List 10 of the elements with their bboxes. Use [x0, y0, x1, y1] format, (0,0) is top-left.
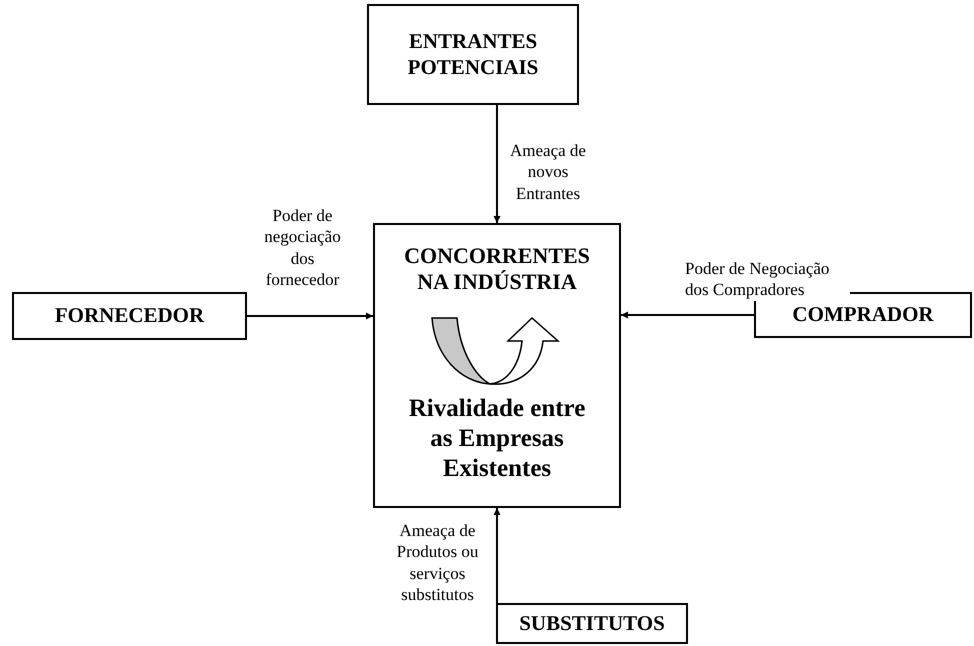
industry-box	[373, 223, 621, 508]
box-body: Rivalidade entre as Empresas Existentes	[408, 394, 586, 484]
arrow	[494, 105, 500, 223]
substitutes-box: SUBSTITUTOS	[496, 603, 688, 644]
arrow	[494, 508, 500, 603]
supplier-box: FORNECEDOR	[12, 292, 247, 340]
arrow	[247, 312, 373, 320]
arrow	[621, 312, 754, 318]
box-heading: CONCORRENTES NA INDÚSTRIA	[403, 243, 591, 296]
entrants-box: ENTRANTES POTENCIAIS	[367, 4, 579, 105]
